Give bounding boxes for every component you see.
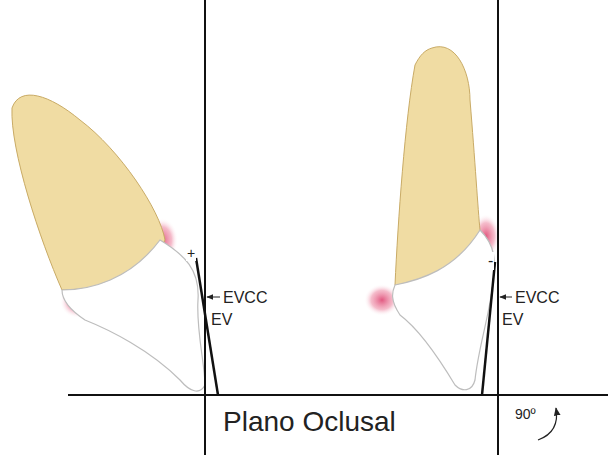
vertical-reference <box>204 0 206 455</box>
sign-label: + <box>186 246 196 261</box>
plane-label: Plano Oclusal <box>222 407 397 438</box>
line-label: EVCC <box>222 289 268 307</box>
occlusal-plane-line <box>68 394 608 396</box>
line-label: EV <box>210 311 233 329</box>
line-label: EV <box>501 311 524 329</box>
angle-label: 90º <box>514 407 537 422</box>
leader-line <box>500 297 512 298</box>
sign-label: - <box>487 252 494 270</box>
vertical-reference <box>497 0 499 455</box>
angle-arrow <box>538 408 557 440</box>
leader-line <box>207 297 220 298</box>
ev-line <box>482 262 495 395</box>
tooth-crown <box>62 240 205 391</box>
line-label: EVCC <box>514 289 560 307</box>
tooth-crown <box>393 230 495 390</box>
